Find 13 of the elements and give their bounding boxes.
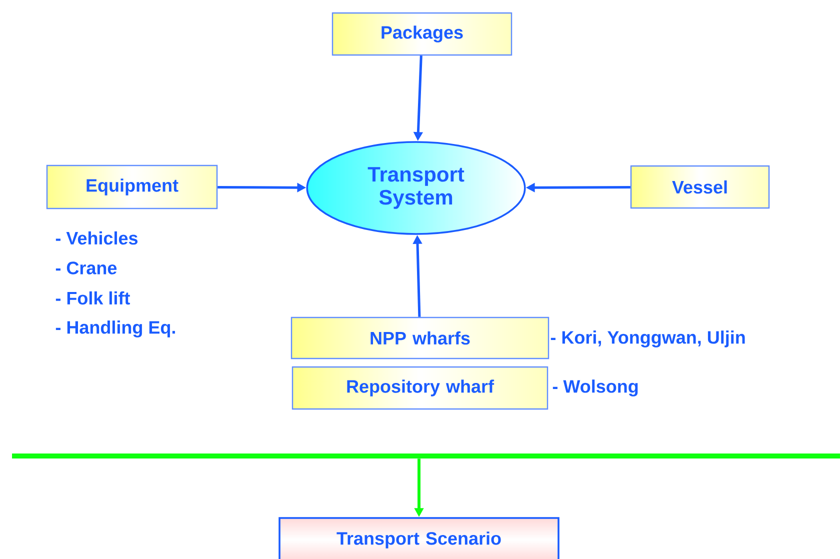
process-box: Packages: [332, 12, 512, 56]
process-box: Equipment: [46, 164, 218, 210]
side-note: - Wolsong: [552, 380, 638, 396]
divider-bar: [12, 454, 840, 458]
process-box: Vessel: [630, 165, 770, 209]
side-note: - Crane: [56, 262, 117, 274]
side-note: - Folk lift: [56, 291, 130, 305]
side-note: - Vehicles: [56, 231, 138, 245]
process-box: Repository wharf: [292, 366, 548, 410]
side-note: - Handling Eq.: [56, 320, 175, 338]
process-box: NPP wharfs: [290, 316, 550, 360]
side-note: - Kori, Yonggwan, Uljin: [550, 330, 745, 348]
process-box: Transport Scenario: [278, 517, 560, 559]
